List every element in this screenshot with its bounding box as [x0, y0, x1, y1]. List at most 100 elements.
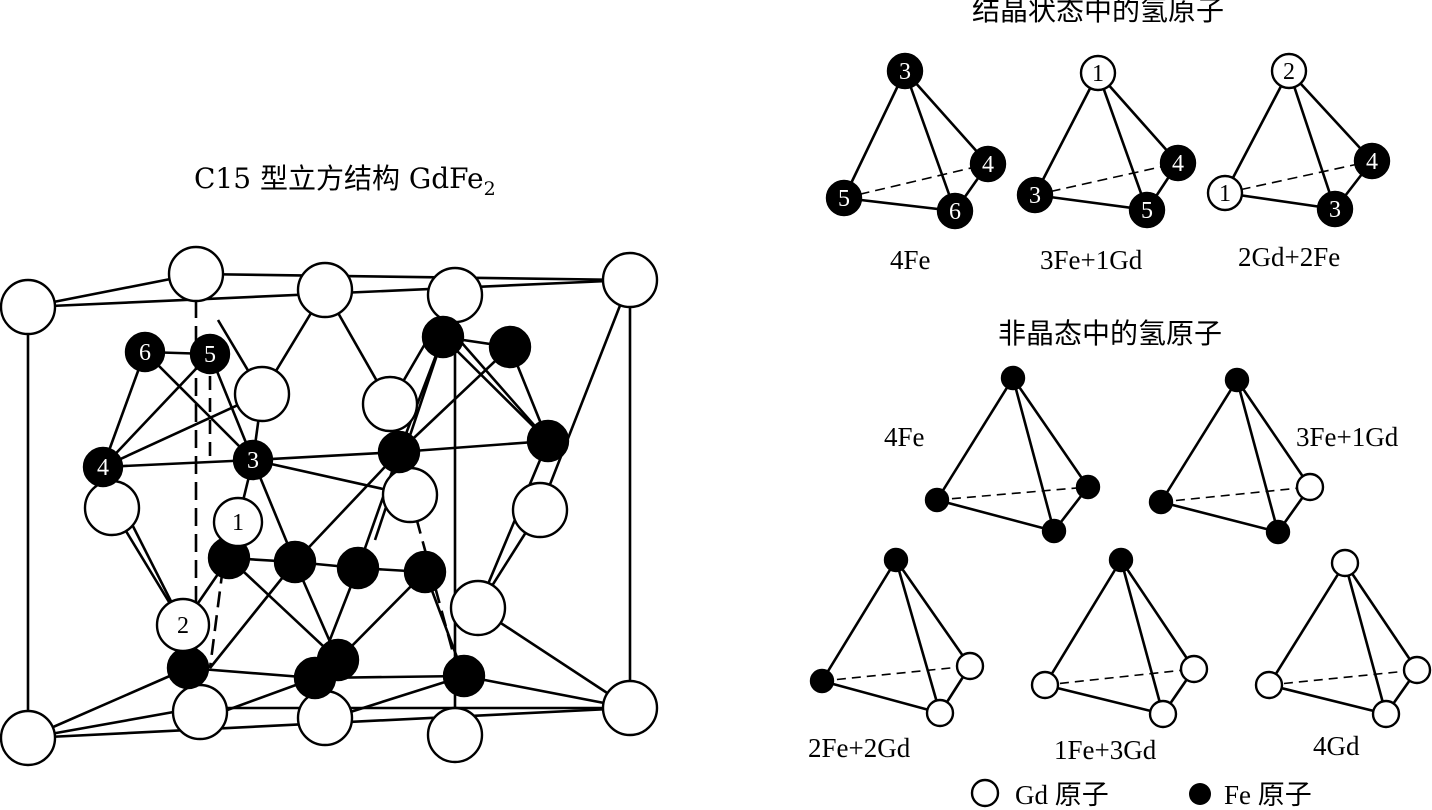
- fe-atom: [1159, 144, 1197, 182]
- amorphous-label: 4Gd: [1313, 731, 1360, 761]
- fe-atom: [442, 654, 486, 698]
- fe-atom: [336, 546, 380, 590]
- amorphous-tetrahedron: 2Fe+2Gd: [808, 547, 985, 763]
- fe-atom: [377, 430, 421, 474]
- gd-atom: [511, 481, 569, 539]
- fe-atom-site-4: [82, 446, 124, 488]
- amorphous-tetrahedron: 1Fe+3Gd: [1030, 547, 1209, 765]
- amorphous-tetrahedron: 3Fe+1Gd: [1148, 367, 1399, 545]
- legend-gd-label: Gd 原子: [1015, 780, 1109, 810]
- fe-atom-number: 3: [1329, 197, 1341, 223]
- gd-atom-number: 1: [1092, 61, 1104, 87]
- gd-atom: [171, 683, 229, 741]
- gd-atom: [1206, 174, 1244, 212]
- legend-fe-label: Fe 原子: [1224, 780, 1312, 810]
- gd-atom: [0, 709, 57, 767]
- amorphous-tetrahedron: 4Fe: [884, 365, 1101, 544]
- gd-atom: [381, 466, 439, 524]
- fe-atom: [273, 540, 317, 584]
- fe-atom: [1148, 489, 1174, 515]
- crystalline-heading: 结晶状态中的氢原子: [972, 0, 1224, 27]
- fe-atom: [1016, 176, 1054, 214]
- crystalline-tetrahedron: 2 4 1 3 2Gd+2Fe: [1206, 52, 1391, 272]
- fe-atom: [1000, 365, 1026, 391]
- fe-atom: [1224, 367, 1250, 393]
- gd-atom: [1079, 54, 1117, 92]
- crystalline-label: 3Fe+1Gd: [1040, 245, 1143, 275]
- legend-fe-marker: [1189, 783, 1211, 805]
- fe-atom: [1353, 142, 1391, 180]
- fe-atom-number: 3: [1029, 183, 1041, 209]
- amorphous-label: 3Fe+1Gd: [1296, 422, 1399, 452]
- gd-atom-site-2: [155, 597, 211, 653]
- fe-atom: [421, 315, 465, 359]
- c15-atoms: 6 5 4 3 1 2: [0, 245, 659, 767]
- fe-atom: [526, 419, 570, 463]
- fe-atom-site-4-number: 4: [97, 455, 109, 481]
- fe-atom: [488, 325, 532, 369]
- gd-atom: [426, 266, 484, 324]
- crystalline-label: 2Gd+2Fe: [1238, 242, 1340, 272]
- fe-atom: [1108, 547, 1134, 573]
- amorphous-label: 2Fe+2Gd: [808, 733, 911, 763]
- crystalline-tetrahedron: 1 4 3 5 3Fe+1Gd: [1016, 54, 1197, 275]
- fe-atom: [886, 52, 924, 90]
- fe-atom: [825, 179, 863, 217]
- gd-atom: [0, 278, 57, 336]
- gd-atom-site-2-number: 2: [177, 613, 189, 639]
- fe-atom: [1128, 191, 1166, 229]
- amorphous-label: 4Fe: [884, 422, 925, 452]
- crystalline-label: 4Fe: [890, 245, 931, 275]
- fe-atom-number: 5: [838, 186, 850, 212]
- fe-atom-number: 5: [1141, 198, 1153, 224]
- fe-atom: [403, 550, 447, 594]
- fe-atom-number: 3: [899, 59, 911, 85]
- fe-atom: [1316, 190, 1354, 228]
- fe-atom-site-5: [189, 333, 231, 375]
- amorphous-tetrahedra: 4Fe 3Fe+1Gd 2Fe+2Gd 1Fe+3Gd 4Gd: [808, 365, 1432, 765]
- fe-atom-site-6: [124, 331, 166, 373]
- gd-atom: [1295, 472, 1325, 502]
- fe-atom: [293, 656, 337, 700]
- amorphous-tetrahedron: 4Gd: [1254, 548, 1432, 761]
- fe-atom: [924, 487, 950, 513]
- gd-atom: [1254, 670, 1284, 700]
- gd-atom: [426, 706, 484, 764]
- fe-atom: [936, 192, 974, 230]
- gd-atom: [955, 651, 985, 681]
- fe-atom-site-5-number: 5: [204, 342, 216, 368]
- fe-atom: [1265, 519, 1291, 545]
- gd-atom: [449, 579, 507, 637]
- fe-atom-site-6-number: 6: [139, 340, 151, 366]
- gd-atom: [1330, 548, 1360, 578]
- fe-atom: [1041, 518, 1067, 544]
- fe-atom-number: 4: [1366, 149, 1378, 175]
- gd-atom-site-1: [212, 496, 264, 548]
- gd-atom: [1148, 699, 1178, 729]
- gd-atom-site-1-number: 1: [232, 510, 244, 536]
- gd-atom: [601, 251, 659, 309]
- legend-gd-marker: [970, 778, 1000, 808]
- fe-atom: [166, 646, 210, 690]
- gd-atom: [233, 365, 291, 423]
- fe-atom: [883, 547, 909, 573]
- amorphous-label: 1Fe+3Gd: [1054, 735, 1157, 765]
- fe-atom: [1075, 474, 1101, 500]
- gd-atom: [925, 698, 955, 728]
- amorphous-heading: 非晶态中的氢原子: [998, 317, 1222, 350]
- c15-title: C15 型立方结构 GdFe2: [194, 162, 496, 200]
- gd-atom: [296, 689, 354, 747]
- fe-atom-site-3-number: 3: [247, 448, 259, 474]
- legend: Gd 原子 Fe 原子: [970, 778, 1312, 810]
- gd-atom-number: 1: [1219, 181, 1231, 207]
- gd-atom: [1179, 654, 1209, 684]
- gd-atom: [1270, 52, 1308, 90]
- gd-atom: [1030, 670, 1060, 700]
- gd-atom-number: 2: [1283, 59, 1295, 85]
- gd-atom: [361, 375, 419, 433]
- gd-atom: [1371, 699, 1401, 729]
- fe-atom-number: 4: [1172, 151, 1184, 177]
